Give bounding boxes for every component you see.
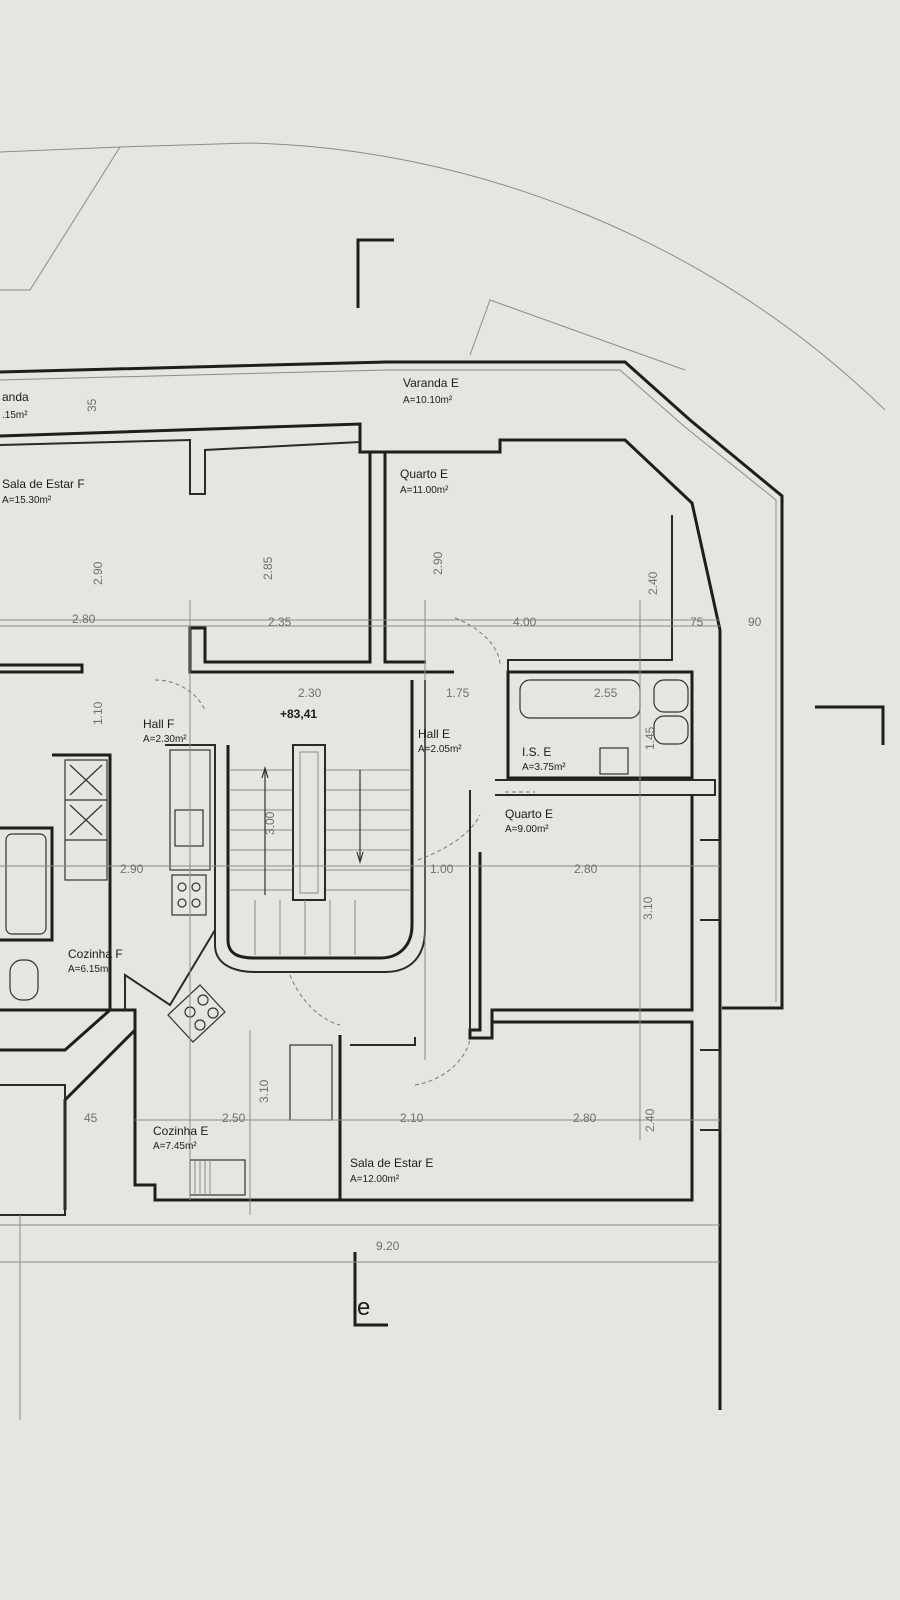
room-area-cozinha-f: A=6.15m² [68,964,112,975]
room-name-cozinha-f: Cozinha F [68,947,123,961]
exterior-wall-inner [0,438,361,495]
room-area-quarto-e-2: A=9.00m² [505,824,549,835]
section-mark-bottom [353,1252,388,1327]
left-wall [0,1008,114,1052]
room-name-cozinha-e: Cozinha E [153,1124,208,1138]
room-area-varanda-f: .15m² [2,410,28,421]
dim-290-c: 2.90 [120,862,144,876]
section-mark-top [356,238,394,308]
quarto-e-right-wall [507,515,673,672]
dim-235: 2.35 [268,615,292,629]
dimension-lines [0,600,720,1215]
quarto-e2-wall [468,795,694,1040]
room-area-varanda-e: A=10.10m² [403,395,453,406]
room-name-quarto-e-1: Quarto E [400,467,448,481]
quarto-e-wall [383,452,426,664]
dim-90: 90 [748,615,762,629]
room-name-hall-e: Hall E [418,727,450,741]
dim-230: 2.30 [298,686,322,700]
dim-290-b: 2.90 [431,551,445,575]
bathroom-fixtures [5,679,689,1001]
room-name-varanda-e: Varanda E [403,376,459,390]
level-mark: +83,41 [280,707,317,721]
site-boundary-arc [0,142,886,411]
dim-75: 75 [690,615,704,629]
dim-310-b: 3.10 [257,1079,271,1103]
room-area-hall-e: A=2.05m² [418,744,462,755]
left-wall-2 [0,1084,66,1216]
sala-e-wall [338,1020,694,1202]
dim-145: 1.45 [643,726,657,750]
room-name-hall-f: Hall F [143,717,174,731]
dim-280-a: 2.80 [72,612,96,626]
dim-280-c: 2.80 [573,1111,597,1125]
cozinha-f-wall-2 [124,744,216,1010]
room-area-is-e: A=3.75m² [522,762,566,773]
dim-290-a: 2.90 [91,561,105,585]
stair-wall [226,680,414,960]
building-line-bottom [0,1224,720,1263]
room-name-is-e: I.S. E [522,745,551,759]
dim-300: 3.00 [263,811,277,835]
dim-210: 2.10 [400,1111,424,1125]
room-area-sala-estar-e: A=12.00m² [350,1174,400,1185]
site-boundary-line [0,146,121,291]
room-area-quarto-e-1: A=11.00m² [400,485,449,496]
section-mark-right [815,705,885,745]
dim-100: 1.00 [430,862,454,876]
balcony-outline [0,360,784,1010]
site-boundary-line-2 [469,299,686,371]
dim-310-a: 3.10 [641,896,655,920]
sala-e-wall-2 [350,1037,416,1046]
room-name-sala-estar-e: Sala de Estar E [350,1156,433,1170]
dim-240: 2.40 [646,571,660,595]
dim-110: 1.10 [91,701,105,725]
bath-wall-2 [495,779,716,796]
left-tub [0,826,54,942]
wall-stub [0,663,84,674]
room-area-sala-estar-f: A=15.30m² [2,495,52,506]
room-area-hall-f: A=2.30m² [143,734,187,745]
room-area-cozinha-e: A=7.45m² [153,1141,197,1152]
dim-285: 2.85 [261,556,275,580]
balcony-outline-inner [0,369,777,1002]
dim-45: 45 [84,1111,98,1125]
dim-250: 2.50 [222,1111,246,1125]
bath-wall [506,670,694,780]
cozinha-e-wall [133,1030,340,1202]
exterior-wall [0,422,722,1145]
room-name-quarto-e-2: Quarto E [505,807,553,821]
stair-wall-outer [214,680,426,973]
dim-255: 2.55 [594,686,618,700]
stair [230,744,410,955]
dim-280-b: 2.80 [574,862,598,876]
section-letter: e [357,1294,370,1321]
dim-35: 35 [85,398,99,412]
wall-window-right [700,839,721,1131]
dim-175: 1.75 [446,686,470,700]
room-name-sala-estar-f: Sala de Estar F [2,477,85,491]
dim-400: 4.00 [513,615,537,629]
room-name-varanda-f: anda [2,390,29,404]
dim-920: 9.20 [376,1239,400,1253]
dim-240-b: 2.40 [643,1108,657,1132]
